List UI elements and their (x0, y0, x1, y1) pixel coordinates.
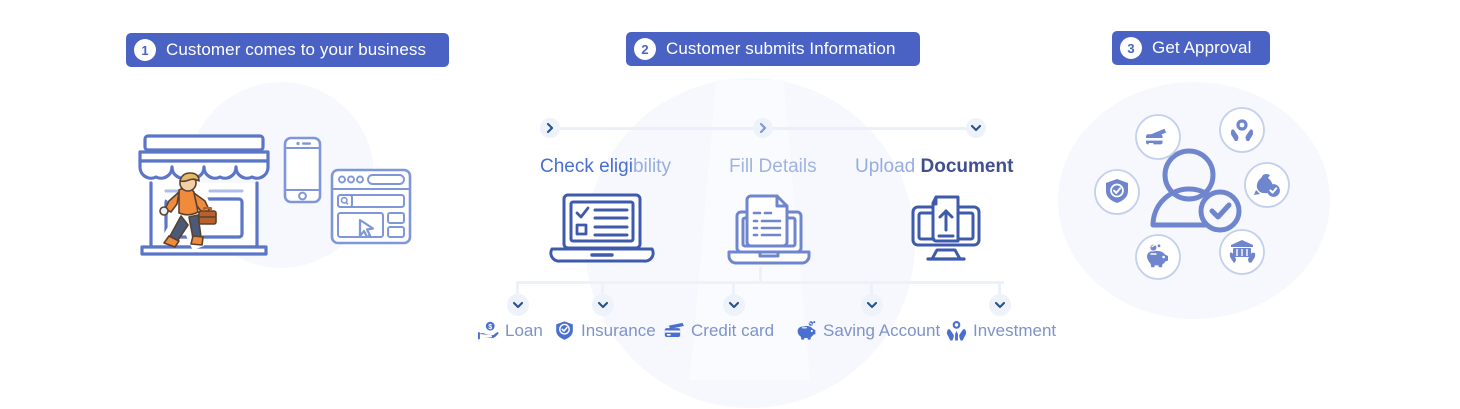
chevron-down-icon (866, 301, 878, 309)
chevron-right-icon (546, 122, 554, 134)
step-label-2: Customer submits Information (666, 39, 896, 58)
bracket-drop (601, 281, 604, 303)
middle-caption-1: Check eligibility (540, 156, 671, 178)
shield-check-icon (556, 321, 573, 340)
category-label: Saving Account (823, 320, 941, 340)
category-label: Loan (505, 320, 543, 340)
category-label-row: $ Loan Insurance Credit card (478, 320, 1060, 346)
category-loan[interactable]: $ Loan (478, 320, 543, 341)
approved-user-icon (1150, 148, 1242, 233)
credit-cards-icon (664, 322, 684, 337)
step-label-3: Get Approval (1152, 38, 1252, 57)
chevron-right-icon (759, 122, 767, 134)
step-number-2: 2 (634, 38, 656, 60)
rail-node-3[interactable] (966, 118, 986, 138)
svg-text:$: $ (488, 324, 492, 331)
chevron-down-icon (597, 301, 609, 309)
category-label: Insurance (581, 320, 656, 340)
step-number-1: 1 (134, 39, 156, 61)
approval-orbit-diagram (1094, 107, 1290, 280)
bracket-drop (870, 281, 873, 303)
caption-3-tail: Document (920, 156, 1014, 177)
bracket-drop (516, 281, 519, 303)
orbit-credit-cards-icon (1135, 114, 1181, 160)
category-bracket (516, 267, 1004, 309)
orbit-hands-coin-icon (1219, 107, 1265, 153)
caption-3-head: Upload (855, 156, 921, 177)
step-header-3[interactable]: 3 Get Approval (1112, 31, 1270, 65)
smartphone-icon (283, 136, 322, 204)
step-label-1: Customer comes to your business (166, 40, 427, 59)
monitor-upload-icon (911, 195, 981, 261)
step-header-1[interactable]: 1 Customer comes to your business (126, 33, 449, 67)
chevron-down-icon (994, 301, 1006, 309)
bracket-horizontal (516, 281, 1004, 284)
category-chip-5[interactable] (989, 294, 1011, 316)
category-chip-4[interactable] (861, 294, 883, 316)
caption-1-head: Check eligi (540, 156, 633, 177)
orbit-piggy-bank-icon (1135, 234, 1181, 280)
bracket-drop (998, 281, 1001, 303)
step-number-3: 3 (1120, 37, 1142, 59)
caption-1-tail: bility (632, 156, 671, 177)
orbit-money-bag-check-icon (1244, 162, 1290, 208)
chevron-down-icon (512, 301, 524, 309)
orbit-shield-check-icon (1094, 169, 1140, 215)
rail-node-1[interactable] (540, 118, 560, 138)
category-chip-2[interactable] (592, 294, 614, 316)
category-label: Investment (973, 320, 1057, 340)
laptop-document-icon (727, 194, 811, 265)
middle-caption-2: Fill Details (729, 156, 817, 177)
rail-node-2[interactable] (753, 118, 773, 138)
laptop-checklist-icon (549, 193, 655, 263)
running-businessman-icon (159, 172, 217, 250)
chevron-down-icon (970, 124, 982, 132)
category-chip-3[interactable] (723, 294, 745, 316)
orbit-hands-bank-icon (1219, 229, 1265, 275)
step-header-2[interactable]: 2 Customer submits Information (626, 32, 920, 66)
category-chip-1[interactable] (507, 294, 529, 316)
bracket-drop (732, 281, 735, 303)
category-credit-card[interactable]: Credit card (664, 320, 774, 341)
category-insurance[interactable]: Insurance (554, 320, 656, 341)
browser-window-icon (330, 168, 412, 245)
category-investment[interactable]: Investment (946, 320, 1056, 341)
category-label: Credit card (691, 320, 775, 340)
bracket-stem (759, 267, 762, 283)
chevron-down-icon (728, 301, 740, 309)
hands-coin-icon (946, 321, 967, 341)
progress-rail (540, 118, 986, 138)
category-saving-account[interactable]: Saving Account (796, 320, 940, 341)
hand-coin-icon: $ (478, 321, 499, 340)
middle-caption-3: Upload Document (855, 156, 1013, 178)
piggy-bank-icon (797, 321, 816, 340)
